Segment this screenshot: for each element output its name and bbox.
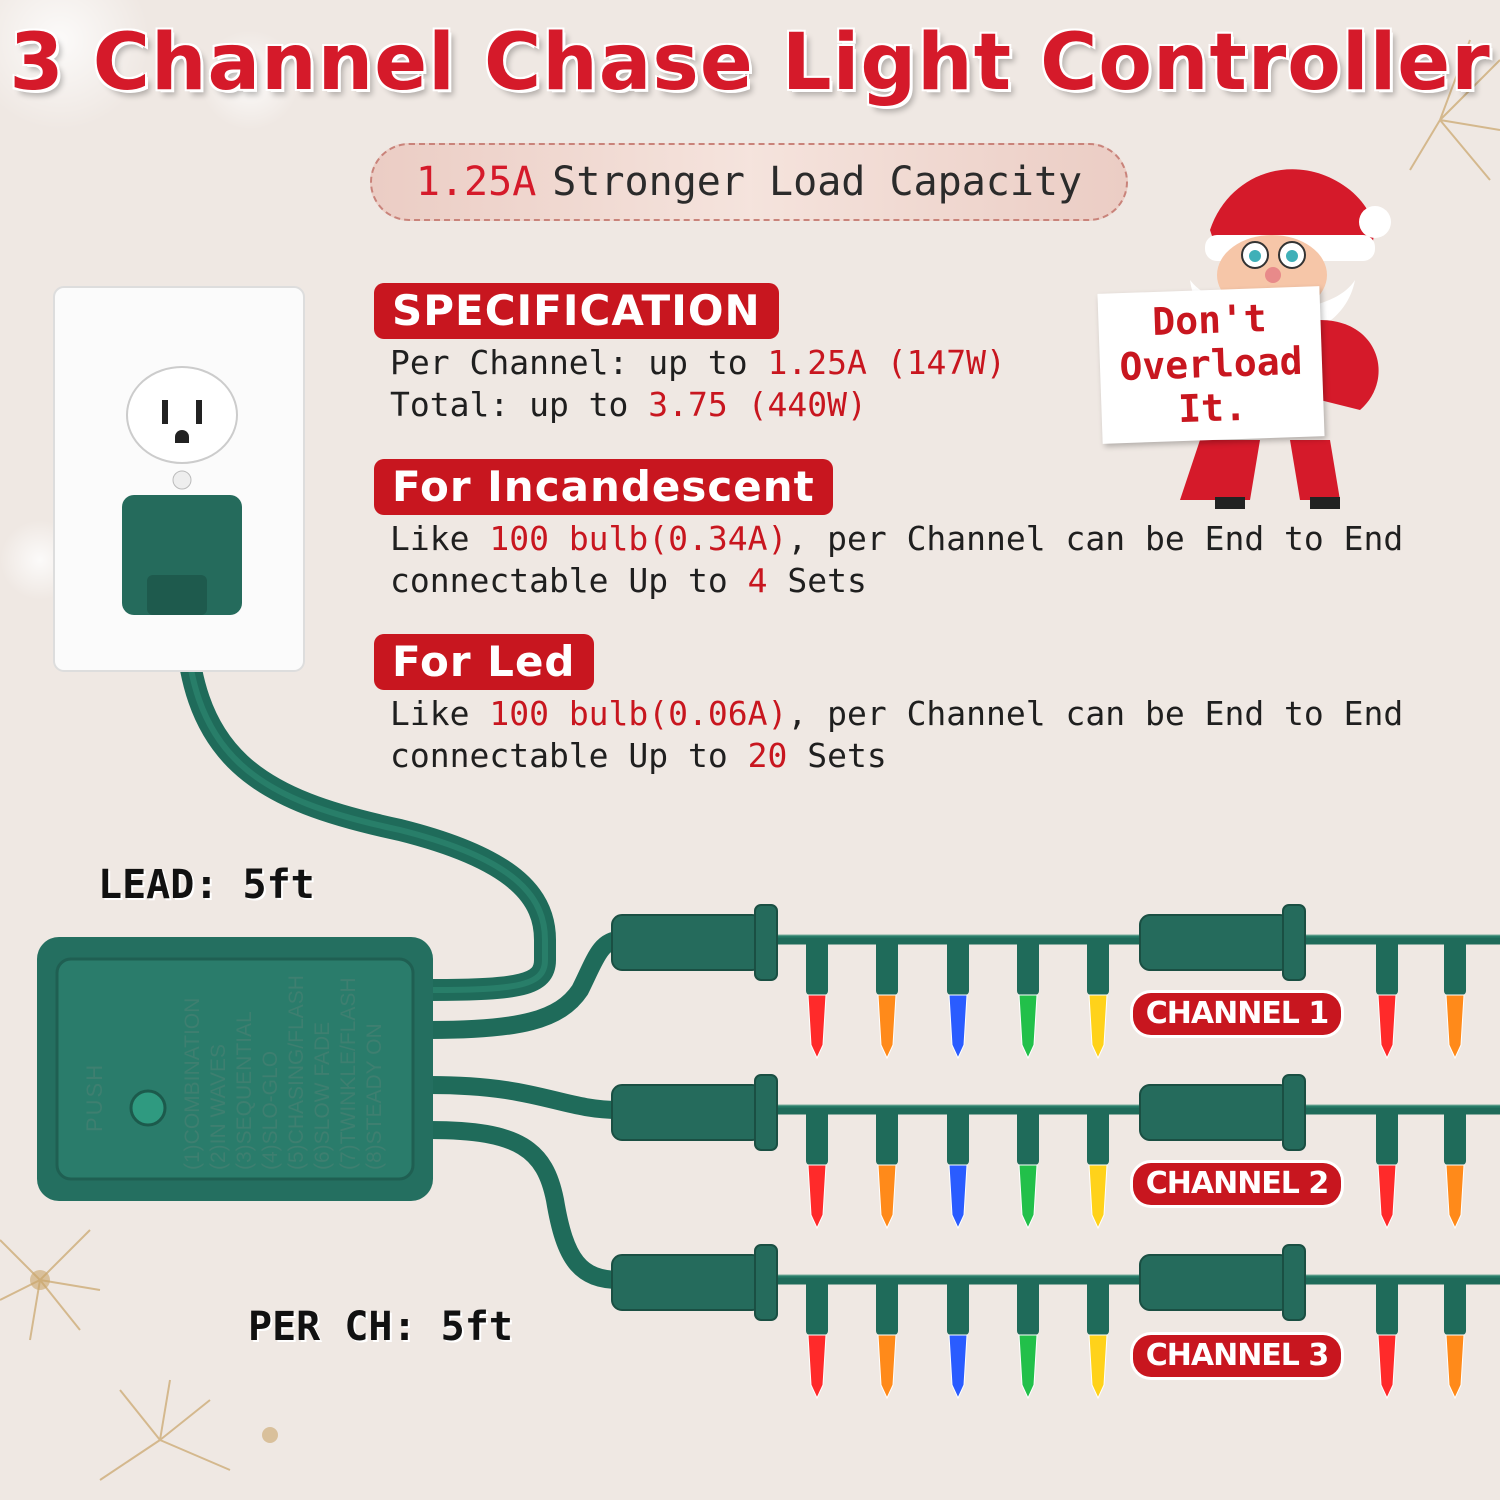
bulb-socket: [1376, 1280, 1398, 1335]
channel-1-badge: CHANNEL 1: [1133, 993, 1341, 1035]
bulb-socket: [876, 940, 898, 995]
light-bulb: [1018, 1164, 1038, 1230]
light-bulb: [1377, 1164, 1397, 1230]
led-heading: For Led: [374, 634, 594, 690]
mode-item: (7)TWINKLE/FLASH: [337, 977, 360, 1170]
lead-length-label: LEAD: 5ft: [98, 862, 315, 908]
bulb-socket: [806, 1110, 828, 1165]
bulb-socket: [1017, 1280, 1039, 1335]
channel-3-badge: CHANNEL 3: [1133, 1335, 1341, 1377]
spec-total: Total: up to 3.75 (440W): [390, 385, 867, 424]
wall-outlet: [53, 286, 305, 672]
bulb-socket: [1444, 940, 1466, 995]
light-bulb: [877, 1334, 897, 1400]
channel-cords: [421, 931, 629, 1289]
light-bulb: [807, 1164, 827, 1230]
light-bulb: [1018, 1334, 1038, 1400]
spec-per-channel: Per Channel: up to 1.25A (147W): [390, 343, 1006, 382]
light-bulb: [1445, 1334, 1465, 1400]
bulb-socket: [947, 940, 969, 995]
light-bulb: [1377, 994, 1397, 1060]
channel-plugs: [611, 904, 1306, 1321]
mode-item: (2)IN WAVES: [207, 1043, 230, 1170]
push-label: PUSH: [82, 1062, 107, 1132]
light-bulb: [1377, 1334, 1397, 1400]
incandescent-heading: For Incandescent: [374, 459, 833, 515]
bulb-socket: [947, 1280, 969, 1335]
bulb-socket: [947, 1110, 969, 1165]
bulb-socket: [1444, 1280, 1466, 1335]
light-bulb: [1018, 994, 1038, 1060]
page-title: 3 Channel Chase Light Controller: [9, 18, 1491, 108]
light-bulb: [807, 1334, 827, 1400]
light-bulb: [1088, 994, 1108, 1060]
mode-item: (4)SLO-GLO: [259, 1050, 282, 1170]
light-bulb: [807, 994, 827, 1060]
bulb-socket: [1376, 940, 1398, 995]
light-bulb: [877, 994, 897, 1060]
incandescent-line2: connectable Up to 4 Sets: [390, 561, 867, 600]
bulb-socket: [1017, 1110, 1039, 1165]
mode-item: (3)SEQUENTIAL: [233, 1011, 256, 1170]
channel-2-badge: CHANNEL 2: [1133, 1163, 1341, 1205]
per-channel-length-label: PER CH: 5ft: [248, 1304, 513, 1350]
load-capacity-value: 1.25A: [415, 159, 537, 205]
santa-sign: Don't Overload It.: [1097, 286, 1325, 444]
light-bulb: [1445, 1164, 1465, 1230]
mode-list: (1)COMBINATION (2)IN WAVES (3)SEQUENTIAL…: [180, 950, 388, 1170]
bulb-socket: [876, 1110, 898, 1165]
mode-item: (8)STEADY ON: [363, 1023, 386, 1170]
light-bulb: [1445, 994, 1465, 1060]
incandescent-line1: Like 100 bulb(0.34A), per Channel can be…: [390, 519, 1404, 558]
bulb-socket: [1376, 1110, 1398, 1165]
bulb-socket: [1087, 1110, 1109, 1165]
specification-heading: SPECIFICATION: [374, 283, 779, 339]
bulb-socket: [1017, 940, 1039, 995]
led-line1: Like 100 bulb(0.06A), per Channel can be…: [390, 694, 1404, 733]
mode-item: (1)COMBINATION: [181, 997, 204, 1170]
light-bulb: [948, 1334, 968, 1400]
mode-item: (5)CHASING/FLASH: [285, 975, 308, 1170]
load-capacity-text: Stronger Load Capacity: [552, 159, 1083, 205]
light-bulb: [948, 1164, 968, 1230]
bulb-socket: [876, 1280, 898, 1335]
led-line2: connectable Up to 20 Sets: [390, 736, 887, 775]
bulb-socket: [806, 940, 828, 995]
push-button[interactable]: [128, 1088, 168, 1128]
controller-box: [37, 937, 433, 1201]
light-bulb: [1088, 1334, 1108, 1400]
bulb-socket: [1087, 1280, 1109, 1335]
light-bulb: [948, 994, 968, 1060]
light-bulb: [1088, 1164, 1108, 1230]
bulb-socket: [1444, 1110, 1466, 1165]
bulb-socket: [806, 1280, 828, 1335]
bulb-rows: [806, 940, 1466, 1400]
load-capacity-pill: 1.25A Stronger Load Capacity: [370, 143, 1128, 221]
mode-item: (6)SLOW FADE: [311, 1021, 334, 1170]
light-bulb: [877, 1164, 897, 1230]
bulb-socket: [1087, 940, 1109, 995]
